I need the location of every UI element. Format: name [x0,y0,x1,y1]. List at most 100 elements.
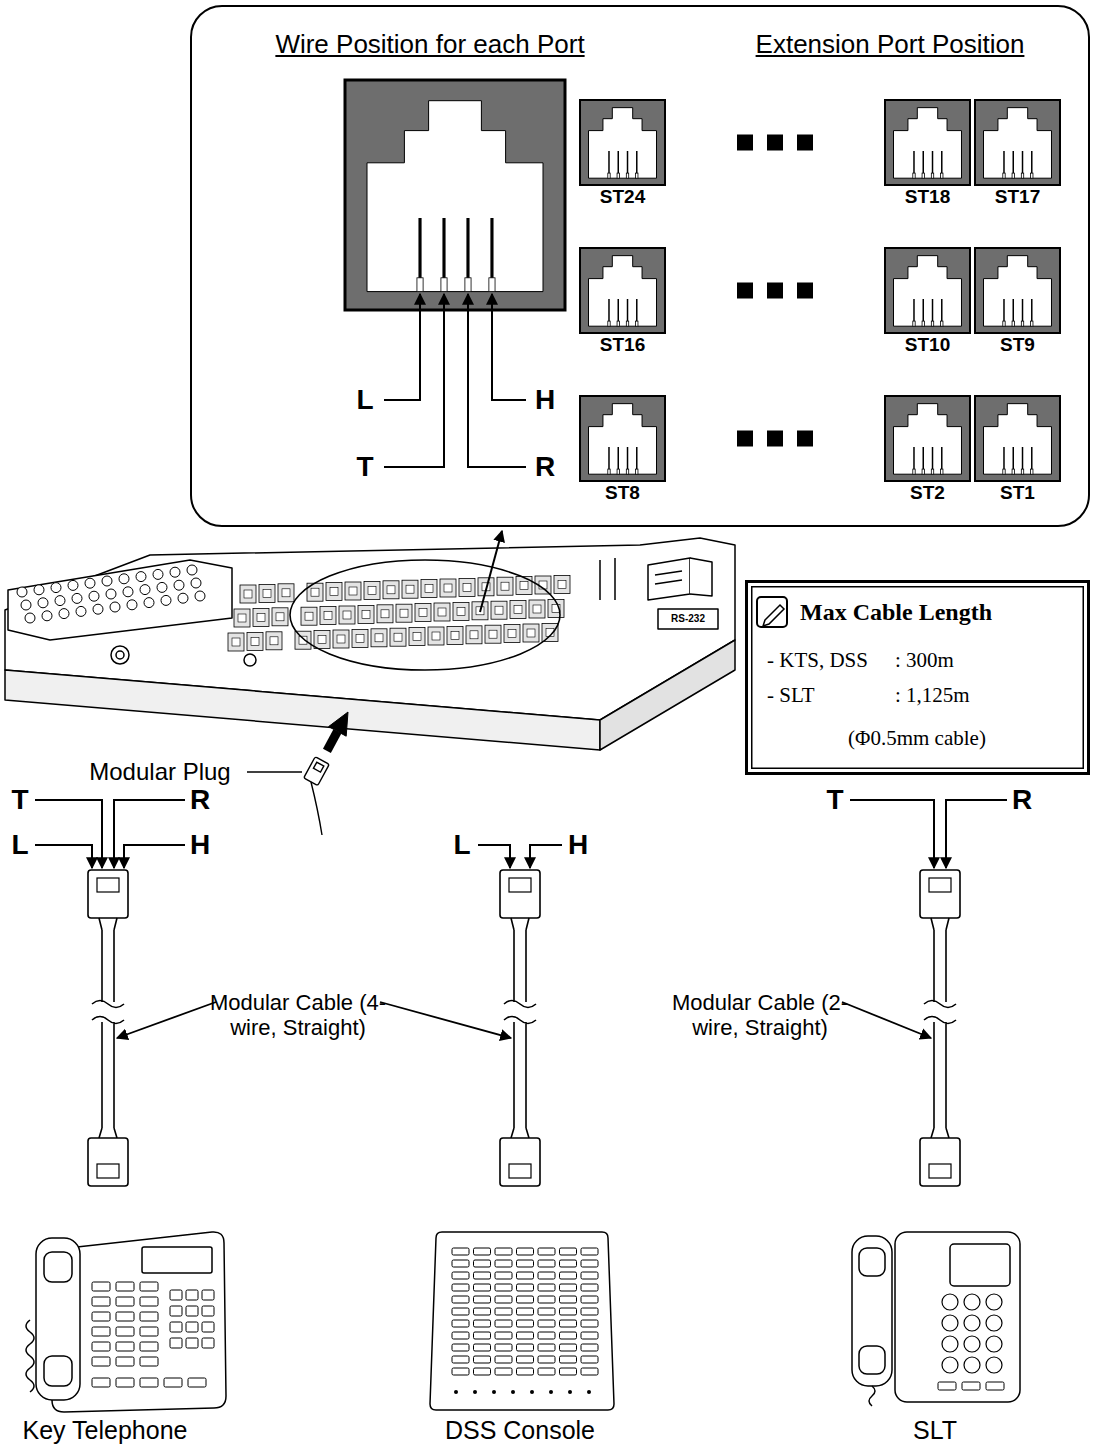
jack-pin [636,151,638,175]
dss-key-part [538,1308,555,1315]
board-jack-part [533,605,541,613]
modular-plug [500,1138,540,1186]
pin-leader-part [492,294,526,400]
board-jack-part [485,625,501,643]
board-jack [409,628,425,646]
dss-key-part [581,1368,598,1375]
dss-key-part [560,1308,577,1315]
line-key [92,1282,158,1366]
dss-key-part [517,1320,534,1327]
jack-pin-tab [636,173,638,178]
device-figure: SLT [840,1222,1030,1448]
single-line-telephone-part [895,1232,1020,1402]
grille-hole [170,567,180,577]
line-key-part [116,1312,134,1321]
dss-key-part [452,1272,469,1279]
control-board-part [658,609,718,629]
dial-key-part [186,1290,198,1300]
jack-pin-tab [922,173,924,178]
dss-key-part [495,1284,512,1291]
jack-pin [1013,151,1015,175]
modular-cable [500,870,540,1186]
line-key-part [92,1282,110,1291]
board-jack-part [529,600,545,618]
board-jack [326,583,342,601]
leader-line [247,771,302,773]
grille-hole [55,596,65,606]
port-name: ST1 [1000,482,1035,504]
grille-hole [21,600,31,610]
grille-hole [89,591,99,601]
jack-pin [932,299,934,323]
line-key-part [140,1297,158,1306]
pin-leader-part [124,845,185,868]
dss-key-part [474,1284,491,1291]
board-jack-part [324,612,332,620]
board-jack [390,628,406,646]
line-key-part [140,1327,158,1336]
jack-opening [984,404,1052,475]
pencil-icon-part [763,605,784,626]
board-jack-part [349,587,357,595]
grille-hole [17,587,27,597]
dss-key-part [517,1296,534,1303]
board-jack [497,577,513,595]
ellipsis-dot [797,283,813,299]
control-board-part [111,646,129,664]
grille-hole [110,602,120,612]
lamp-part [473,1390,477,1394]
board-jack-part [337,635,345,643]
dss-key-part [474,1248,491,1255]
dss-key-part [452,1296,469,1303]
pin-leader-part [35,845,92,868]
note-line: : 300m [895,648,954,672]
dss-key-part [538,1356,555,1363]
port-jack: ST10 [882,245,973,360]
port-name: ST10 [905,334,950,356]
modular-cable [920,870,960,1186]
jack-opening [589,108,657,179]
wire-label: R [190,784,210,816]
board-jack-part [421,580,437,598]
function-key-part [938,1382,956,1390]
jack-opening [894,404,962,475]
jack-pin-tab [617,469,619,474]
board-jack-part [463,583,471,591]
jack-pin [608,299,610,323]
board-jack-part [489,630,497,638]
dss-key-part [560,1260,577,1267]
jack-pin [1031,299,1033,323]
dss-key-part [581,1260,598,1267]
lamp [454,1390,591,1394]
dss-key-part [538,1260,555,1267]
dial-key-part [964,1336,980,1352]
jack-pin [932,447,934,471]
board-jack [352,629,368,647]
board-jack [485,625,501,643]
modular-plug [500,870,540,918]
jack-pin [913,299,915,323]
jack-pin-tab [931,321,933,326]
board-jack-part [259,584,275,602]
grille-hole [42,611,52,621]
board-jack-part [247,632,263,650]
dial-key-part [942,1336,958,1352]
dss-key-part [538,1284,555,1291]
grille-hole [34,585,44,595]
modular-cable [88,870,128,1186]
grille-hole [195,591,205,601]
dial-key-part [186,1322,198,1332]
port-name: ST2 [910,482,945,504]
wire-label: L [453,829,470,861]
modular-plug-part [313,762,323,772]
dss-key-part [538,1344,555,1351]
control-board-part [600,640,735,750]
jack-pin-tab [617,321,619,326]
dss-key-part [581,1308,598,1315]
jack-socket [975,100,1060,185]
control-board-part [600,558,615,600]
jack-pin [1031,151,1033,175]
dial-key-part [186,1306,198,1316]
telephone-keys [938,1294,1004,1390]
